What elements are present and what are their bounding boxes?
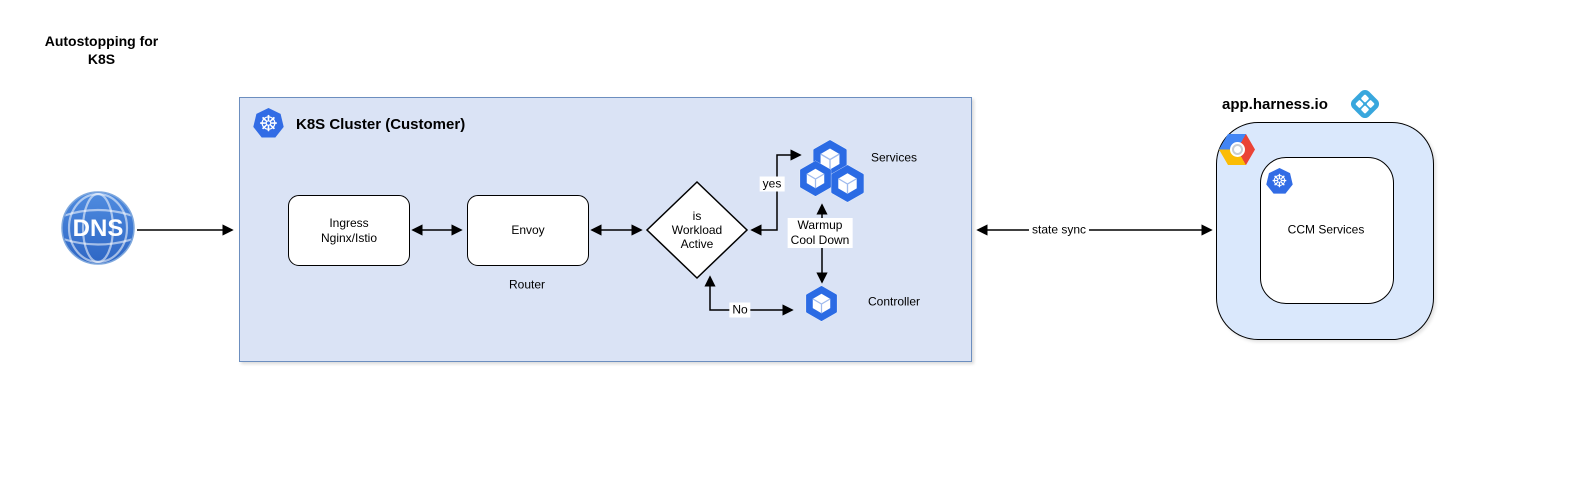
cluster-title: K8S Cluster (Customer) (296, 115, 466, 133)
dns-globe-icon: DNS (61, 191, 135, 265)
state-sync-label: state sync (1028, 222, 1090, 238)
services-label: Services (870, 150, 918, 165)
ccm-services-label: CCM Services (1287, 222, 1365, 237)
warmup-cooldown-label: Warmup Cool Down (787, 218, 853, 248)
pod-icon (830, 164, 865, 203)
diagram-title: Autostopping for K8S (44, 33, 159, 67)
no-label: No (729, 302, 751, 318)
pod-icon (813, 139, 847, 179)
harness-logo-icon (1350, 89, 1380, 119)
google-cloud-icon (1219, 134, 1255, 165)
yes-label: yes (759, 176, 785, 192)
dns-label: DNS (73, 215, 124, 242)
pod-icon (799, 160, 832, 197)
controller-label: Controller (867, 294, 921, 309)
harness-title: app.harness.io (1222, 95, 1328, 113)
router-caption: Router (508, 277, 546, 292)
ingress-node: Ingress Nginx/Istio (288, 195, 410, 266)
envoy-node: Envoy (467, 195, 589, 266)
decision-label: is Workload Active (671, 209, 723, 251)
controller-pod-icon (805, 285, 838, 322)
